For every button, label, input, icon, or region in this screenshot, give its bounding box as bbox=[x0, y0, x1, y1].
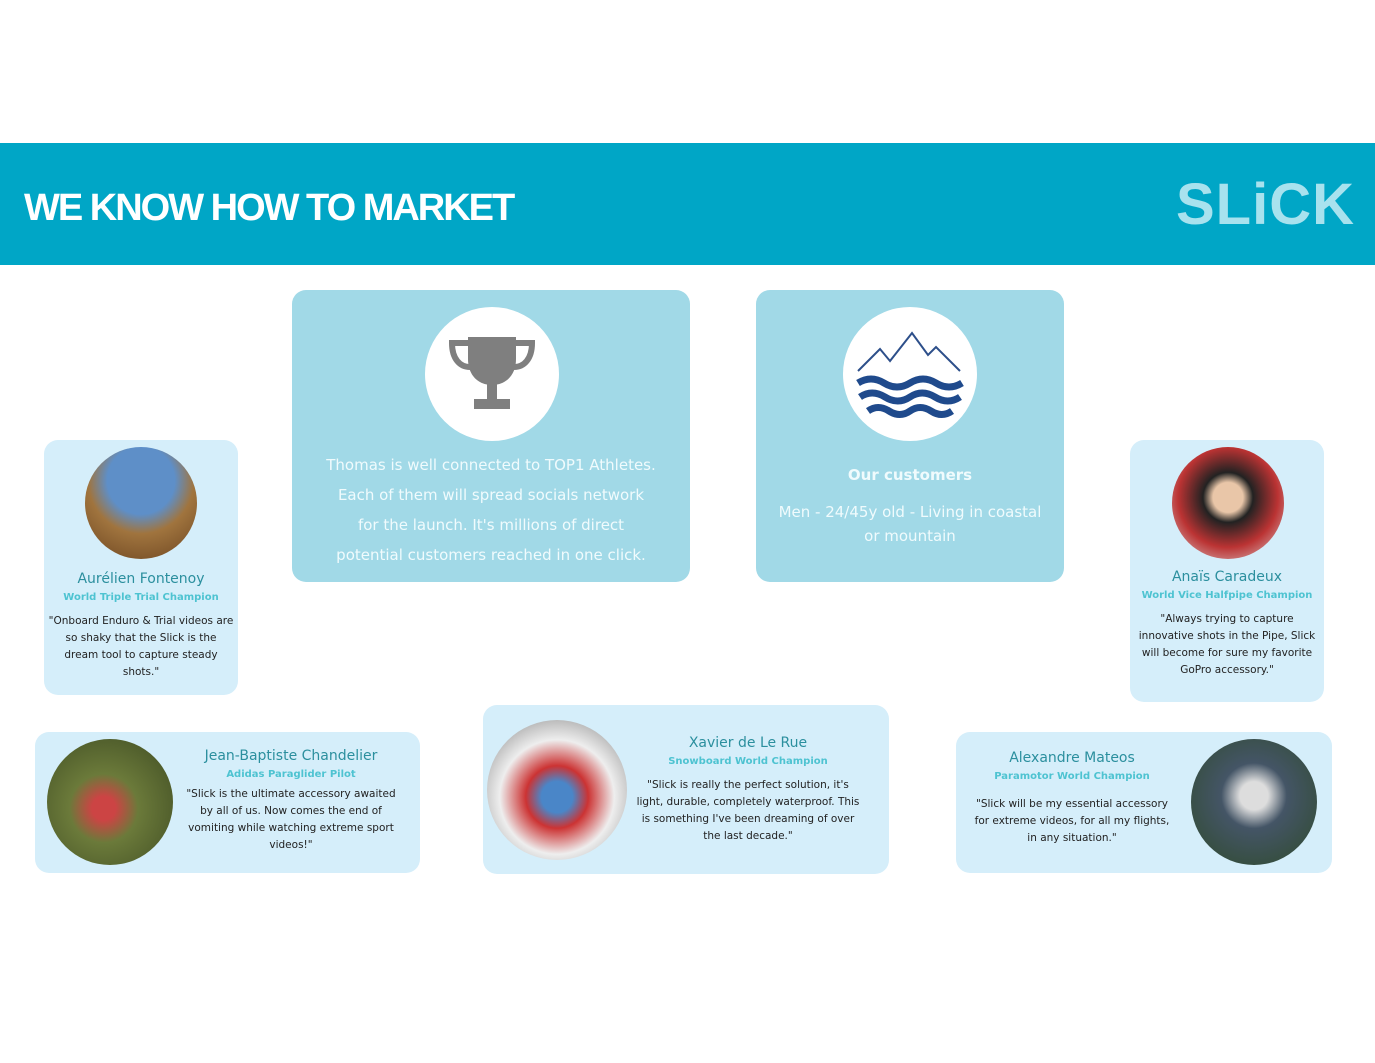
athlete-quote: "Slick is the ultimate accessory awaited… bbox=[186, 788, 396, 851]
athletes-text: Each of them will spread socials network bbox=[337, 486, 645, 504]
athletes-text: for the launch. It's millions of direct bbox=[357, 516, 625, 534]
athletes-text: Thomas is well connected to TOP1 Athlete… bbox=[326, 456, 656, 474]
testimonial-card: Alexandre Mateos Paramotor World Champio… bbox=[956, 732, 1332, 873]
athlete-name: Anaïs Caradeux bbox=[1171, 569, 1282, 585]
page-title: WE KNOW HOW TO MARKET bbox=[24, 187, 515, 229]
athlete-photo bbox=[487, 720, 627, 860]
customers-title: Our customers bbox=[847, 466, 973, 484]
testimonial-card: Anaïs Caradeux World Vice Halfpipe Champ… bbox=[1130, 440, 1324, 702]
testimonial-card: Xavier de Le Rue Snowboard World Champio… bbox=[483, 705, 889, 874]
testimonial-card: Aurélien Fontenoy World Triple Trial Cha… bbox=[44, 440, 238, 695]
customers-text: Men - 24/45y old - Living in coastal or … bbox=[778, 503, 1042, 545]
athlete-name: Aurélien Fontenoy bbox=[77, 571, 205, 587]
athlete-photo bbox=[85, 447, 197, 559]
header-banner: WE KNOW HOW TO MARKET SLiCK bbox=[0, 143, 1375, 265]
athlete-quote: "Slick is really the perfect solution, i… bbox=[636, 779, 860, 842]
athlete-role: Adidas Paraglider Pilot bbox=[226, 769, 356, 780]
athlete-name: Alexandre Mateos bbox=[1009, 750, 1135, 766]
athletes-card: Thomas is well connected to TOP1 Athlete… bbox=[292, 290, 690, 582]
athlete-role: Paramotor World Champion bbox=[994, 771, 1150, 782]
athlete-role: World Triple Trial Champion bbox=[63, 592, 219, 603]
athlete-quote: "Onboard Enduro & Trial videos are so sh… bbox=[48, 615, 234, 678]
athlete-name: Xavier de Le Rue bbox=[688, 735, 808, 751]
athlete-quote: "Slick will be my essential accessory fo… bbox=[974, 798, 1170, 844]
customers-card: Our customers Men - 24/45y old - Living … bbox=[756, 290, 1064, 582]
athlete-role: World Vice Halfpipe Champion bbox=[1141, 590, 1313, 601]
trophy-icon bbox=[425, 307, 559, 441]
slick-logo: SLiCK bbox=[1176, 172, 1355, 237]
athlete-photo bbox=[1191, 739, 1317, 865]
mountain-waves-icon bbox=[843, 307, 977, 441]
athlete-quote: "Always trying to capture innovative sho… bbox=[1138, 613, 1316, 676]
athlete-photo bbox=[47, 739, 173, 865]
testimonial-card: Jean-Baptiste Chandelier Adidas Paraglid… bbox=[35, 732, 420, 873]
athlete-photo bbox=[1172, 447, 1284, 559]
athlete-name: Jean-Baptiste Chandelier bbox=[204, 748, 378, 764]
athletes-text: potential customers reached in one click… bbox=[336, 546, 646, 564]
athlete-role: Snowboard World Champion bbox=[668, 756, 828, 767]
